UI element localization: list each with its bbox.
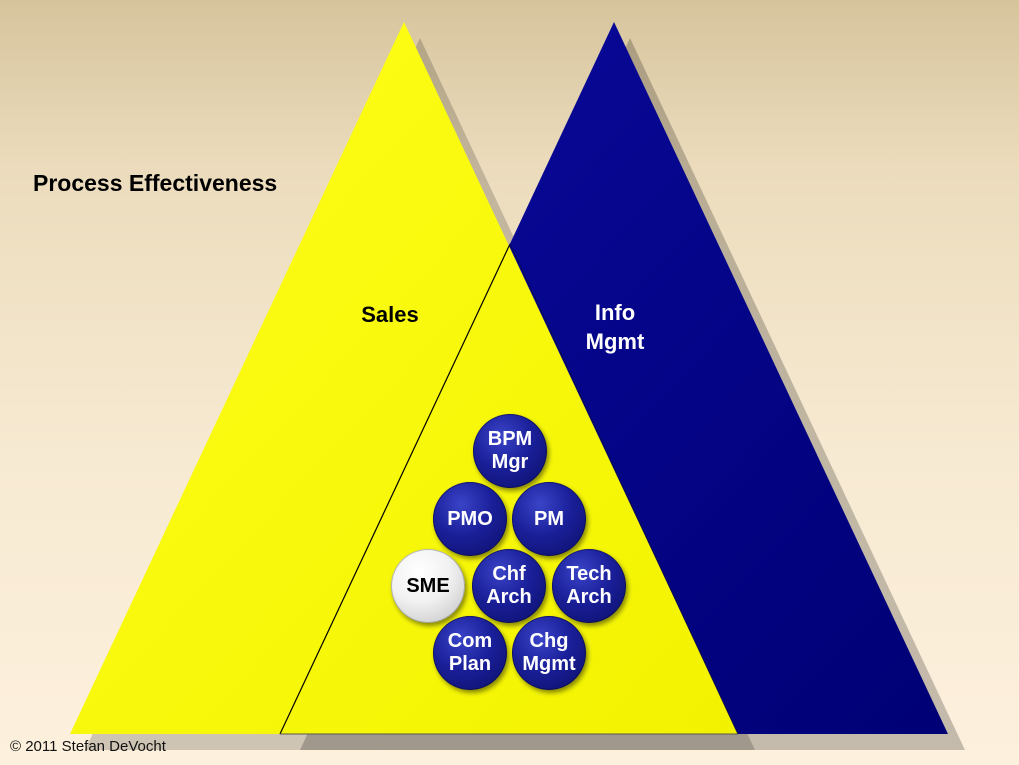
role-tech-arch: Tech Arch (552, 549, 626, 623)
role-com-plan: Com Plan (433, 616, 507, 690)
role-bpm-mgr: BPM Mgr (473, 414, 547, 488)
diagram-title: Process Effectiveness (33, 170, 278, 196)
sales-label: Sales (361, 302, 419, 327)
role-pmo: PMO (433, 482, 507, 556)
role-sme: SME (391, 549, 465, 623)
role-pm: PM (512, 482, 586, 556)
role-chg-mgmt: Chg Mgmt (512, 616, 586, 690)
role-chf-arch: Chf Arch (472, 549, 546, 623)
overlap-edge-right (509, 243, 739, 735)
info-mgmt-label: Info Mgmt (585, 300, 645, 354)
copyright-text: © 2011 Stefan DeVocht (10, 738, 166, 755)
overlap-edge-left (279, 243, 511, 735)
